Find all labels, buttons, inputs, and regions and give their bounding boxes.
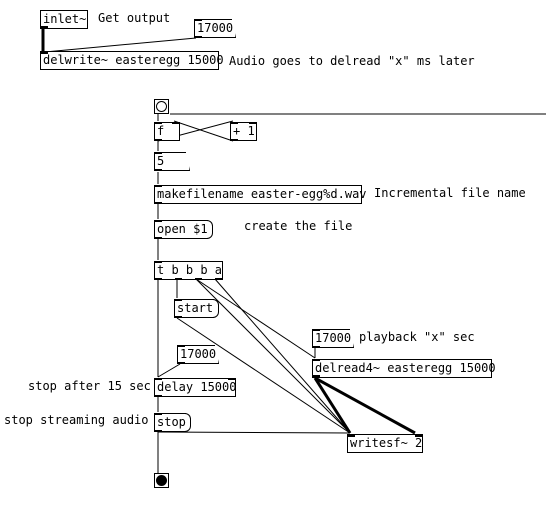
- open-message-label: open $1: [157, 222, 208, 236]
- comment-playback: playback "x" sec: [359, 330, 475, 344]
- bang-top[interactable]: [154, 99, 169, 114]
- delay-object-label: delay 15000: [157, 380, 237, 394]
- delwrite-object-label: delwrite~ easteregg 15000: [43, 53, 224, 67]
- inlet-object[interactable]: inlet~: [40, 10, 88, 29]
- wire-stop-writesf: [157, 431, 351, 434]
- comment-stop-after: stop after 15 sec: [28, 379, 151, 393]
- number-box-delay-time[interactable]: 17000: [177, 345, 217, 364]
- bang-bottom[interactable]: [154, 473, 169, 488]
- stop-message[interactable]: stop: [154, 413, 191, 432]
- writesf-object-label: writesf~ 2: [350, 436, 423, 450]
- wire-start-writesf: [176, 317, 351, 434]
- makefilename-object[interactable]: makefilename easter-egg%d.wav: [154, 185, 367, 204]
- number-box-counter[interactable]: 5: [154, 152, 186, 171]
- trigger-object-label: t b b b a: [157, 263, 223, 277]
- open-message[interactable]: open $1: [154, 220, 213, 239]
- add-one-object-label: + 1: [233, 124, 255, 138]
- wire-delread-writesf-2: [314, 376, 416, 435]
- comment-get-output: Get output: [98, 11, 171, 25]
- comment-stop-streaming: stop streaming audio: [4, 413, 149, 427]
- delread-object-label: delread4~ easteregg 15000: [315, 361, 496, 375]
- comment-audio-delread: Audio goes to delread "x" ms later: [229, 54, 475, 68]
- delay-object[interactable]: delay 15000: [154, 378, 236, 397]
- wire-number-delwrite: [44, 37, 197, 53]
- wire-trigger-delread: [195, 278, 316, 359]
- writesf-object[interactable]: writesf~ 2: [347, 434, 423, 453]
- comment-create-file: create the file: [244, 219, 353, 233]
- number-box-playback[interactable]: 17000: [312, 329, 352, 348]
- number-box-delay-time-value: 17000: [180, 347, 217, 361]
- makefilename-object-label: makefilename easter-egg%d.wav: [157, 187, 367, 201]
- delwrite-object[interactable]: delwrite~ easteregg 15000: [40, 51, 224, 70]
- comment-incremental: Incremental file name: [374, 186, 526, 200]
- bang-icon-filled: [156, 475, 167, 486]
- start-message-label: start: [177, 301, 214, 315]
- wire-delread-writesf: [313, 377, 352, 434]
- inlet-object-label: inlet~: [43, 12, 87, 26]
- number-box-17000-top[interactable]: 17000: [194, 19, 234, 38]
- add-one-object[interactable]: + 1: [230, 122, 257, 141]
- number-box-counter-value: 5: [157, 154, 165, 168]
- bang-icon: [156, 101, 167, 112]
- float-object[interactable]: f: [154, 122, 180, 141]
- number-box-17000-top-value: 17000: [197, 21, 234, 35]
- wire-trigger-writesf-b: [195, 278, 351, 434]
- stop-message-label: stop: [157, 415, 186, 429]
- wire-trigger-writesf-a: [214, 278, 351, 434]
- wire-plus-f: [173, 120, 234, 142]
- number-box-playback-value: 17000: [315, 331, 352, 345]
- start-message[interactable]: start: [174, 299, 219, 318]
- float-object-label: f: [157, 124, 165, 138]
- wire-number-delay: [157, 363, 181, 378]
- delread-object[interactable]: delread4~ easteregg 15000: [312, 359, 496, 378]
- trigger-object[interactable]: t b b b a: [154, 261, 223, 280]
